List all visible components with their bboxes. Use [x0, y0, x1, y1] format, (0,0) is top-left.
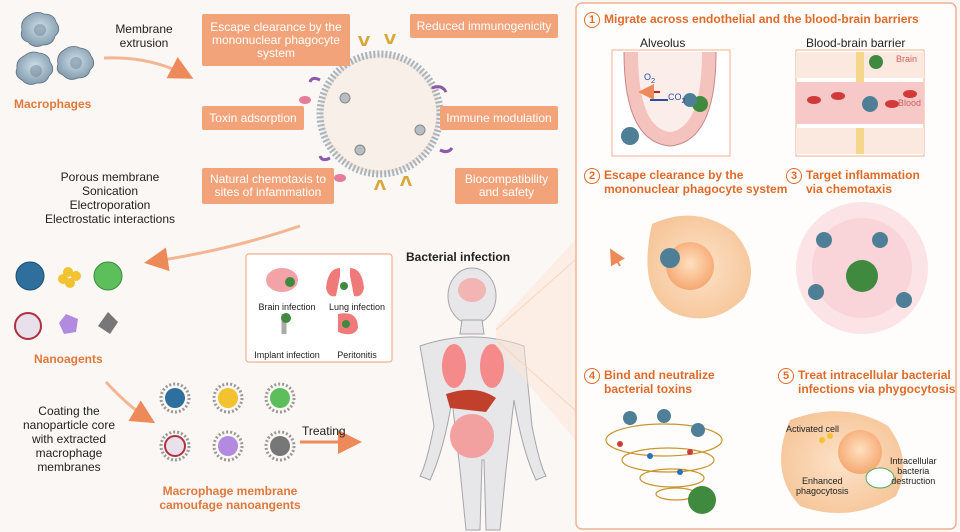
prop-escape-clearance: Escape clearance by the mononuclear phag… — [202, 14, 350, 66]
macrophage-cells — [15, 12, 95, 85]
alveolus-label: Alveolus — [640, 36, 686, 50]
arrow-coating — [104, 380, 156, 424]
o2-label: O2 — [644, 72, 656, 85]
implant-infection-label: Implant infection — [254, 350, 320, 360]
mps-cell — [610, 215, 752, 319]
coated-cores — [164, 388, 290, 457]
co2-label: CO2 — [668, 92, 686, 105]
prop-biocompatibility: Biocompatibility and safety — [455, 168, 558, 204]
panel-2-title-text: Escape clearance by the mononuclear phag… — [604, 168, 788, 196]
bbb-label: Blood-brain barrier — [806, 36, 906, 50]
human-organs — [442, 278, 504, 458]
intracellular-destruction-label: Intracellular bacteria destruction — [890, 456, 937, 486]
coating-label: Coating the nanoparticle core with extra… — [22, 404, 116, 474]
camouflage-label: Macrophage membrane camoufage nanoangent… — [159, 484, 301, 512]
bbb-illustration — [795, 49, 925, 157]
panel-1-title-text: Migrate across endothelial and the blood… — [604, 12, 919, 26]
method-item: Sonication — [81, 184, 139, 198]
nanoagent-cores — [14, 261, 123, 340]
panel-1-title: 1 Migrate across endothelial and the bloo… — [584, 12, 950, 28]
arrow-to-nanoagents — [144, 224, 301, 272]
toxin-spiral-cells — [617, 409, 716, 514]
panel-3-number: 3 — [786, 168, 802, 184]
activated-cell-label: Activated cell — [786, 424, 840, 434]
prop-reduced-immunogenicity: Reduced immunogenicity — [410, 14, 558, 38]
panel-1-number: 1 — [584, 12, 600, 28]
prop-toxin-adsorption: Toxin adsorption — [202, 106, 304, 130]
method-item: Porous membrane — [60, 170, 160, 184]
panel-4-title-text: Bind and neutralize bacterial toxins — [604, 368, 715, 396]
method-list: Porous membrane Sonication Electroporati… — [20, 170, 200, 226]
bacterial-infection-title: Bacterial infection — [406, 250, 511, 264]
brain-infection-label: Brain infection — [258, 302, 316, 312]
panel-2-number: 2 — [584, 168, 600, 184]
enhanced-phagocytosis-label: Enhanced phagocytosis — [796, 476, 849, 496]
arrow-extrusion — [103, 56, 194, 79]
o2-text: O — [644, 72, 652, 82]
panel-5-title-text: Treat intracellular bacterial infections… — [798, 368, 956, 396]
alveolus-illustration — [611, 49, 731, 157]
brain-label: Brain — [896, 54, 918, 64]
prop-chemotaxis: Natural chemotaxis to sites of infammati… — [202, 168, 334, 204]
panel-5-number: 5 — [778, 368, 794, 384]
macrophages-label: Macrophages — [14, 97, 92, 111]
panel-3-title-text: Target inflammation via chemotaxis — [806, 168, 920, 196]
method-item: Electrostatic interactions — [44, 212, 176, 226]
blood-label: Blood — [898, 98, 922, 108]
membrane-extrusion-label: Membrane extrusion — [115, 22, 173, 50]
coated-nanoagents — [159, 382, 296, 462]
lung-infection-label: Lung infection — [328, 302, 386, 312]
chemotaxis-tissue — [796, 202, 928, 334]
method-item: Electroporation — [69, 198, 151, 212]
activated-cell — [781, 411, 904, 514]
infection-organ-icons — [266, 268, 364, 335]
peritonitis-label: Peritonitis — [337, 350, 377, 360]
panel-4-number: 4 — [584, 368, 600, 384]
nanoagents-label: Nanoagents — [34, 352, 103, 366]
prop-immune-modulation: Immune modulation — [440, 106, 558, 130]
co2-text: CO — [668, 92, 682, 102]
treating-label: Treating — [302, 424, 346, 438]
